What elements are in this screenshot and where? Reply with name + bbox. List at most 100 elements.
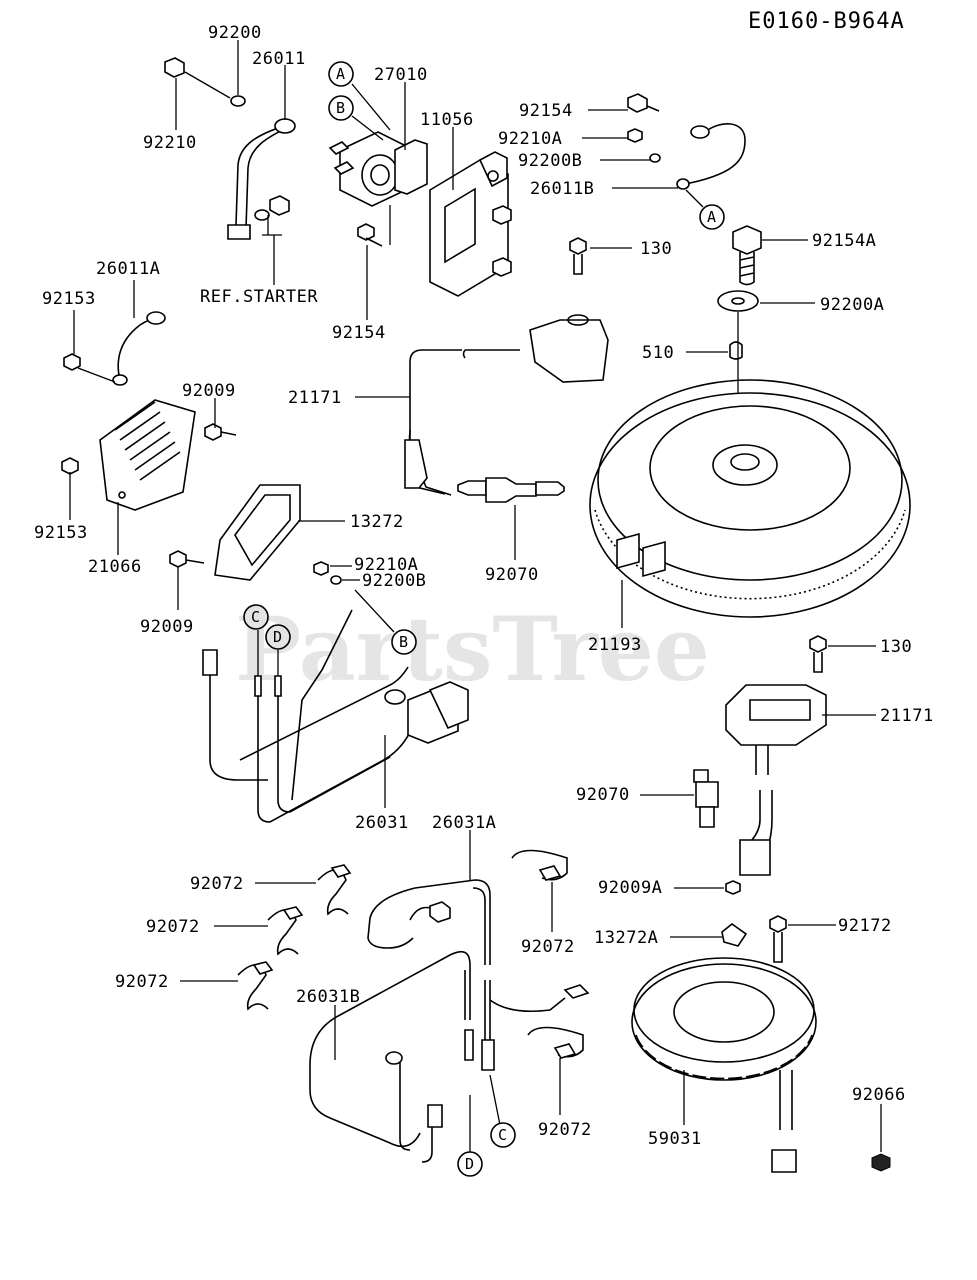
nut-92210a-mid[interactable]: [313, 561, 329, 576]
marker-d-1: [265, 624, 291, 650]
label-21171-top[interactable]: 21171: [288, 388, 342, 408]
label-11056[interactable]: 11056: [420, 110, 474, 130]
label-26031b[interactable]: 26031B: [296, 987, 360, 1007]
plug-cap: [404, 439, 428, 489]
label-510[interactable]: 510: [642, 343, 674, 363]
marker-b-2: [391, 629, 417, 655]
label-59031[interactable]: 59031: [648, 1129, 702, 1149]
label-92072-c[interactable]: 92072: [115, 972, 169, 992]
label-26011[interactable]: 26011: [252, 49, 306, 69]
label-92066[interactable]: 92066: [852, 1085, 906, 1105]
label-21066[interactable]: 21066: [88, 557, 142, 577]
label-92009a[interactable]: 92009A: [598, 878, 662, 898]
label-92070-right[interactable]: 92070: [576, 785, 630, 805]
stator-group: [631, 880, 891, 1173]
label-92009-top[interactable]: 92009: [182, 381, 236, 401]
ignition-coil-top-group: [404, 237, 609, 503]
screw-130-top[interactable]: [569, 237, 587, 255]
washer-92200b-mid[interactable]: [330, 575, 342, 585]
key-510[interactable]: [729, 341, 743, 360]
label-92200a[interactable]: 92200A: [820, 295, 884, 315]
label-130-top[interactable]: 130: [640, 239, 672, 259]
marker-a-2-text: A: [707, 208, 716, 226]
screw-130-bot[interactable]: [809, 635, 827, 653]
ignition-coil-21171-top[interactable]: [529, 319, 609, 383]
screw-92009a[interactable]: [725, 880, 741, 895]
label-92154-top[interactable]: 92154: [519, 101, 573, 121]
washer-92200[interactable]: [230, 95, 246, 107]
label-92210a-top[interactable]: 92210A: [498, 129, 562, 149]
marker-a-1-text: A: [336, 65, 345, 83]
nut-92210[interactable]: [164, 57, 185, 78]
label-92154a[interactable]: 92154A: [812, 231, 876, 251]
ignition-coil-21171-bot[interactable]: [725, 684, 827, 746]
harness-26031[interactable]: [209, 650, 268, 781]
clamp-92072-a[interactable]: [317, 869, 349, 916]
spark-plug-92070-mid[interactable]: [457, 480, 487, 496]
nut-92066[interactable]: [871, 1153, 891, 1172]
label-92153-bot[interactable]: 92153: [34, 523, 88, 543]
label-26011a[interactable]: 26011A: [96, 259, 160, 279]
marker-a-1: [328, 61, 354, 87]
label-92200b-top[interactable]: 92200B: [518, 151, 582, 171]
marker-a-2: [699, 204, 725, 230]
label-92153-top[interactable]: 92153: [42, 289, 96, 309]
label-92200b-mid[interactable]: 92200B: [362, 571, 426, 591]
plate-13272[interactable]: [214, 484, 301, 581]
harness-26031a[interactable]: [367, 879, 491, 965]
marker-d-1-text: D: [273, 628, 282, 646]
screw-92154-mid[interactable]: [357, 223, 375, 241]
label-92072-e[interactable]: 92072: [538, 1120, 592, 1140]
nut-92210a-top[interactable]: [627, 128, 643, 143]
label-21171-bot[interactable]: 21171: [880, 706, 934, 726]
solenoid-group: [164, 57, 512, 297]
washer-92200b-top[interactable]: [649, 153, 661, 163]
screw-92172[interactable]: [769, 915, 787, 933]
label-130-bot[interactable]: 130: [880, 637, 912, 657]
bolt-92154a[interactable]: [732, 225, 762, 255]
label-13272a[interactable]: 13272A: [594, 928, 658, 948]
label-26011b[interactable]: 26011B: [530, 179, 594, 199]
label-92072-b[interactable]: 92072: [146, 917, 200, 937]
label-92210[interactable]: 92210: [143, 133, 197, 153]
label-13272[interactable]: 13272: [350, 512, 404, 532]
label-21193[interactable]: 21193: [588, 635, 642, 655]
label-92009-bot[interactable]: 92009: [140, 617, 194, 637]
plate-13272a[interactable]: [721, 922, 748, 947]
clamp-92072-d[interactable]: [511, 849, 568, 881]
label-92200-top[interactable]: 92200: [208, 23, 262, 43]
spark-plug-92070-right[interactable]: [693, 769, 709, 783]
label-92172[interactable]: 92172: [838, 916, 892, 936]
screw-92153-top[interactable]: [63, 353, 81, 371]
label-92072-a[interactable]: 92072: [190, 874, 244, 894]
harness-26031b[interactable]: [309, 950, 471, 1148]
label-26031a[interactable]: 26031A: [432, 813, 496, 833]
ignition-coil-bottom-group: [693, 635, 827, 876]
leader-lines: [69, 40, 882, 1152]
lead-26011b[interactable]: [679, 123, 746, 186]
screw-92153-bot[interactable]: [61, 457, 79, 475]
watermark: PartsTree: [235, 597, 710, 701]
connector-markers: A B A B C D C D: [243, 61, 725, 1177]
marker-d-2: [457, 1151, 483, 1177]
harness-26031-group: [202, 561, 469, 823]
label-27010[interactable]: 27010: [374, 65, 428, 85]
screw-92154-top[interactable]: [627, 93, 648, 113]
diagram-code: E0160-B964A: [748, 9, 905, 34]
label-92070-mid[interactable]: 92070: [485, 565, 539, 585]
label-92072-d[interactable]: 92072: [521, 937, 575, 957]
marker-d-2-text: D: [465, 1155, 474, 1173]
lead-26011a[interactable]: [117, 317, 163, 381]
label-92154-mid[interactable]: 92154: [332, 323, 386, 343]
screw-92009-bot[interactable]: [169, 550, 187, 568]
flywheel-21193[interactable]: [589, 392, 911, 618]
marker-c-2-text: C: [498, 1126, 507, 1144]
label-92210a-mid[interactable]: 92210A: [354, 555, 418, 575]
regulator-21066[interactable]: [99, 399, 196, 511]
regulator-group: [61, 311, 301, 581]
screw-92009-top[interactable]: [204, 423, 222, 441]
marker-c-1-text: C: [251, 608, 260, 626]
label-26031[interactable]: 26031: [355, 813, 409, 833]
flywheel-group: [589, 225, 911, 618]
